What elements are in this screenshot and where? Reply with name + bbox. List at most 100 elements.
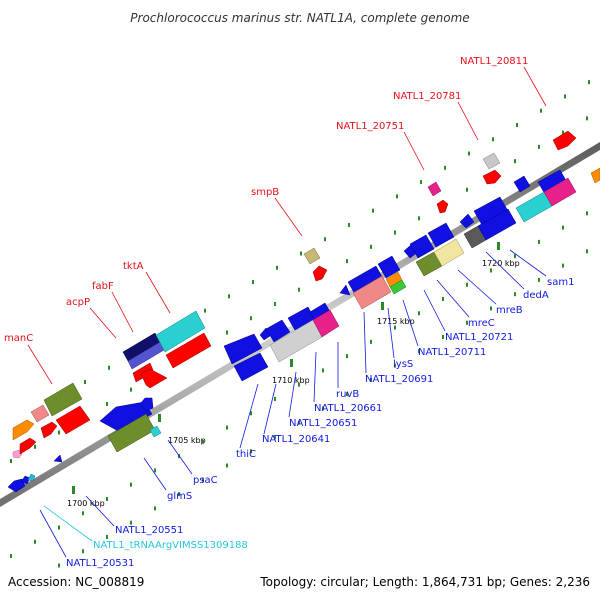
- gene-feature[interactable]: [552, 130, 577, 151]
- tick-mark-1715: [381, 302, 384, 310]
- guide-dot: [418, 216, 420, 221]
- gene-feature[interactable]: [140, 368, 168, 389]
- gene-label-natl1-20531[interactable]: NATL1_20531: [66, 558, 134, 569]
- gene-label-manC[interactable]: manC: [4, 333, 33, 344]
- gene-feature[interactable]: [12, 419, 35, 441]
- gene-label-natl1-20781[interactable]: NATL1_20781: [393, 91, 461, 102]
- gene-feature[interactable]: [40, 421, 58, 439]
- gene-feature[interactable]: [389, 279, 407, 295]
- guide-dot: [300, 251, 302, 256]
- reverse-gene-labels: NATL1_20531 NATL1_tRNAArgVIMSS1309188 NA…: [66, 277, 574, 569]
- leader-line: [313, 351, 317, 403]
- leader-line: [143, 457, 167, 491]
- gene-label-natl1-20691[interactable]: NATL1_20691: [365, 374, 433, 385]
- gene-label-ruvB[interactable]: ruvB: [336, 389, 359, 400]
- leader-line: [89, 307, 117, 339]
- gene-feature[interactable]: [377, 255, 401, 279]
- guide-dot: [274, 396, 276, 401]
- gene-feature[interactable]: [312, 309, 340, 338]
- gene-feature[interactable]: [27, 473, 36, 482]
- gene-feature[interactable]: [433, 238, 465, 267]
- gene-label-psaC[interactable]: psaC: [193, 475, 218, 486]
- gene-label-smpB[interactable]: smpB: [251, 187, 279, 198]
- guide-dot: [82, 549, 84, 554]
- gene-feature[interactable]: [30, 404, 50, 423]
- guide-dot: [250, 411, 252, 416]
- leader-line: [167, 439, 193, 475]
- gene-feature[interactable]: [312, 265, 328, 282]
- gene-label-natl1-20751[interactable]: NATL1_20751: [336, 121, 404, 132]
- leader-line: [239, 383, 259, 449]
- guide-dot: [226, 463, 228, 468]
- gene-label-natl1-20811[interactable]: NATL1_20811: [460, 56, 528, 67]
- guide-dot: [394, 230, 396, 235]
- gene-label-acpP[interactable]: acpP: [66, 297, 90, 308]
- leader-line: [485, 251, 525, 290]
- leader-line: [387, 307, 395, 359]
- gene-feature[interactable]: [223, 333, 263, 365]
- leader-line: [274, 197, 303, 237]
- gene-feature[interactable]: [149, 425, 162, 438]
- gene-feature[interactable]: [155, 310, 206, 353]
- gene-feature[interactable]: [233, 352, 269, 382]
- gene-label-trna-arg[interactable]: NATL1_tRNAArgVIMSS1309188: [93, 540, 248, 551]
- guide-dot: [10, 459, 12, 464]
- gene-feature[interactable]: [482, 152, 501, 170]
- gene-label-dedA[interactable]: dedA: [523, 290, 549, 301]
- gene-feature[interactable]: [459, 213, 475, 229]
- gene-feature[interactable]: [19, 437, 37, 455]
- guide-dot: [178, 492, 180, 497]
- gene-feature[interactable]: [339, 284, 351, 296]
- gene-label-natl1-20721[interactable]: NATL1_20721: [445, 332, 513, 343]
- gene-feature[interactable]: [303, 247, 321, 265]
- gene-feature[interactable]: [409, 234, 435, 259]
- gene-feature[interactable]: [165, 332, 212, 369]
- tick-mark-1720: [497, 242, 500, 250]
- gene-feature[interactable]: [55, 405, 91, 435]
- leader-line: [39, 509, 67, 558]
- leader-line: [523, 66, 547, 107]
- gene-feature[interactable]: [436, 199, 449, 214]
- gene-feature[interactable]: [590, 167, 600, 184]
- guide-dot: [442, 297, 444, 302]
- tick-mark-1700: [72, 486, 75, 494]
- gene-feature[interactable]: [139, 397, 154, 412]
- gene-feature[interactable]: [427, 181, 442, 197]
- guide-dot: [466, 187, 468, 192]
- gene-label-natl1-20641[interactable]: NATL1_20641: [262, 434, 330, 445]
- gene-label-mreC[interactable]: mreC: [468, 318, 495, 329]
- guide-dot: [130, 520, 132, 525]
- gene-feature[interactable]: [265, 319, 291, 343]
- guide-dot: [34, 444, 36, 449]
- guide-dot: [538, 239, 540, 244]
- gene-label-natl1-20661[interactable]: NATL1_20661: [314, 403, 382, 414]
- guide-dot: [298, 382, 300, 387]
- gene-label-tktA[interactable]: tktA: [123, 261, 144, 272]
- gene-feature[interactable]: [543, 177, 577, 207]
- gene-label-thiC[interactable]: thiC: [236, 449, 256, 460]
- gene-feature[interactable]: [482, 169, 502, 185]
- gene-label-natl1-20651[interactable]: NATL1_20651: [289, 418, 357, 429]
- tick-mark-1705: [158, 414, 161, 422]
- gene-label-fabF[interactable]: fabF: [92, 281, 114, 292]
- gene-label-sam1[interactable]: sam1: [547, 277, 574, 288]
- scale-tick-label: 1710 kbp: [272, 376, 310, 385]
- gene-feature[interactable]: [513, 175, 531, 193]
- gene-label-natl1-20711[interactable]: NATL1_20711: [418, 347, 486, 358]
- gene-feature[interactable]: [477, 208, 517, 241]
- gene-feature[interactable]: [427, 222, 455, 248]
- scale-tick-label: 1715 kbp: [377, 317, 415, 326]
- gene-label-lysS[interactable]: lysS: [393, 359, 413, 370]
- gene-label-mreB[interactable]: mreB: [496, 305, 523, 316]
- gene-feature[interactable]: [352, 275, 392, 310]
- gene-feature[interactable]: [53, 454, 63, 463]
- guide-dot: [322, 406, 324, 411]
- scale-tick-label: 1720 kbp: [482, 259, 520, 268]
- gene-label-natl1-20551[interactable]: NATL1_20551: [115, 525, 183, 536]
- guide-dot: [106, 496, 108, 501]
- gene-label-glmS[interactable]: glmS: [167, 491, 192, 502]
- gene-feature[interactable]: [43, 382, 83, 417]
- guide-dot: [514, 159, 516, 164]
- guide-dot: [58, 563, 60, 568]
- guide-dot: [538, 144, 540, 149]
